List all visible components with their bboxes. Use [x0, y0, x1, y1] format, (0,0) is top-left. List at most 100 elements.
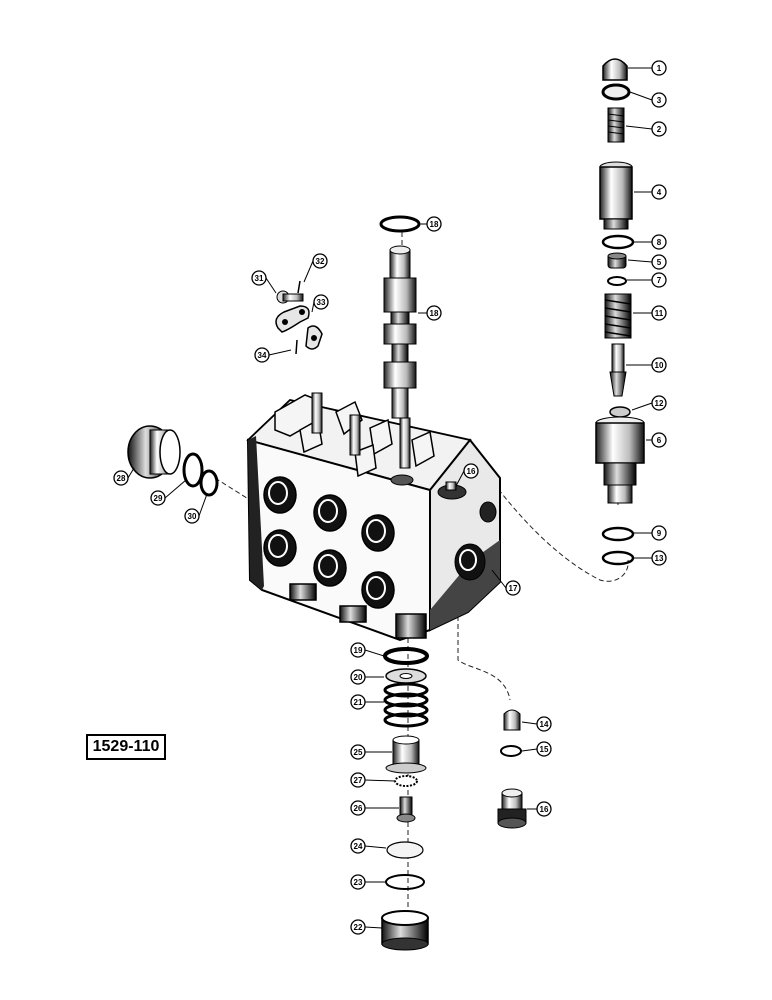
callout-number: 2 [657, 125, 662, 134]
callout-circle [505, 580, 521, 596]
callout-circle [463, 463, 479, 479]
callout-number: 9 [657, 529, 662, 538]
callout-2: 2 [625, 121, 667, 137]
callout-leader [364, 649, 385, 657]
callout-leader [364, 779, 395, 782]
callout-circle [350, 772, 366, 788]
callout-leader [164, 479, 187, 499]
plug-o-ring [500, 745, 522, 757]
callout-number: 30 [188, 512, 197, 521]
figure-reference-box: 1529-110 [86, 734, 166, 760]
callout-30: 30 [184, 493, 208, 524]
callout-circle [251, 270, 267, 286]
callout-number: 24 [354, 842, 363, 851]
spool [383, 245, 417, 419]
callout-number: 23 [354, 878, 363, 887]
callout-leader [491, 569, 507, 589]
plug-small [503, 709, 521, 731]
callout-leader [455, 470, 465, 487]
callout-number: 14 [540, 720, 549, 729]
callout-number: 21 [354, 698, 363, 707]
callout-17: 17 [491, 569, 521, 596]
callout-number: 27 [354, 776, 363, 785]
callout-number: 20 [354, 673, 363, 682]
callout-number: 32 [316, 257, 325, 266]
callout-number: 8 [657, 238, 662, 247]
callout-circle [426, 305, 442, 321]
link-plate [275, 305, 323, 350]
callout-21: 21 [350, 694, 384, 710]
callout-number: 29 [154, 494, 163, 503]
o-ring-lower [601, 526, 635, 542]
callout-number: 33 [317, 298, 326, 307]
callout-9: 9 [634, 525, 667, 541]
callout-leader [627, 259, 653, 263]
callout-circle [651, 254, 667, 270]
linkage-parts [275, 280, 323, 355]
callout-7: 7 [627, 272, 667, 288]
callout-16: 16 [527, 801, 552, 817]
callout-circle [184, 508, 200, 524]
plug-fitting [497, 788, 527, 829]
disc [386, 841, 424, 859]
callout-15: 15 [521, 741, 552, 757]
callout-number: 5 [657, 258, 662, 267]
callout-circle [536, 801, 552, 817]
callout-circle [113, 470, 129, 486]
callout-circle [313, 294, 329, 310]
callout-4: 4 [634, 184, 667, 200]
callout-26: 26 [350, 800, 399, 816]
callout-number: 11 [655, 309, 664, 318]
centering-spring [383, 682, 429, 728]
callout-circle [350, 744, 366, 760]
side-port [454, 501, 497, 581]
callout-number: 25 [354, 748, 363, 757]
callout-circle [350, 838, 366, 854]
callout-number: 19 [354, 646, 363, 655]
callout-16: 16 [455, 463, 479, 487]
callout-number: 22 [354, 923, 363, 932]
callout-circle [254, 347, 270, 363]
callout-8: 8 [634, 234, 667, 250]
callout-leader [268, 349, 292, 356]
callout-1: 1 [628, 60, 667, 76]
lower-spring-stack [381, 647, 429, 951]
callout-circle [651, 272, 667, 288]
cap-screw [396, 796, 416, 823]
callout-number: 31 [255, 274, 264, 283]
callout-leader [265, 277, 277, 294]
cap-nut [602, 58, 628, 81]
relief-valve-stack [595, 58, 645, 566]
callout-circle [350, 919, 366, 935]
callout-circle [536, 741, 552, 757]
callout-circle [536, 716, 552, 732]
callout-33: 33 [311, 294, 329, 313]
callout-circle [312, 253, 328, 269]
callout-13: 13 [634, 550, 667, 566]
callout-circle [651, 395, 667, 411]
lock-washer [394, 775, 418, 787]
callout-29: 29 [150, 479, 187, 506]
spring-relief [604, 293, 632, 339]
callout-circle [350, 874, 366, 890]
relief-port [390, 474, 467, 500]
callout-leader [625, 125, 653, 130]
callout-leader [521, 748, 538, 752]
cap-o-ring-large [182, 452, 204, 488]
o-ring-upper [601, 234, 635, 250]
callout-number: 28 [117, 474, 126, 483]
o-ring-bottom [601, 550, 635, 566]
callout-number: 6 [657, 436, 662, 445]
callout-number: 18 [430, 220, 439, 229]
callout-19: 19 [350, 642, 385, 658]
callout-circle [651, 305, 667, 321]
callout-23: 23 [350, 874, 386, 890]
callout-circle [651, 60, 667, 76]
washer-small [607, 276, 627, 286]
callout-number: 7 [657, 276, 662, 285]
end-cap [381, 910, 429, 951]
callout-14: 14 [521, 716, 552, 732]
callout-number: 34 [258, 351, 267, 360]
valve-seat [607, 252, 627, 269]
